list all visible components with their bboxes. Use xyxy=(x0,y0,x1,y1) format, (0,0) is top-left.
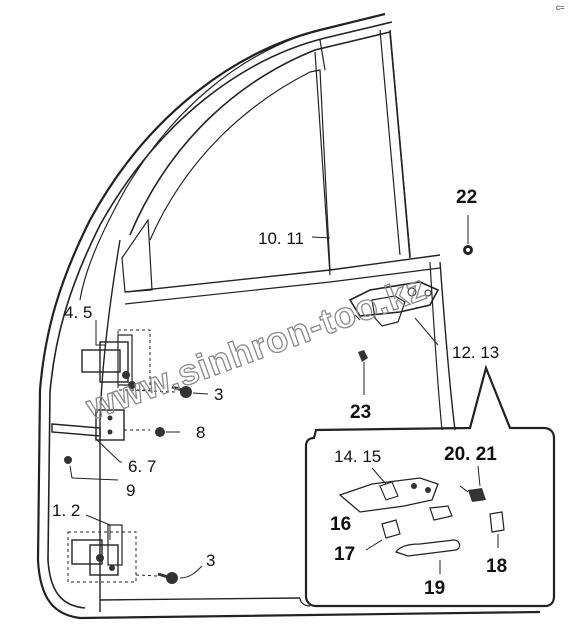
clip-23 xyxy=(358,350,368,395)
outside-handle-assembly xyxy=(348,281,440,327)
lower-hinge xyxy=(67,524,159,583)
bolt-3-lower xyxy=(157,565,203,584)
label-3-lower: 3 xyxy=(206,551,215,570)
label-9: 9 xyxy=(126,481,135,500)
label-16: 16 xyxy=(330,514,351,535)
part-labels: 22 10. 11 12. 13 23 4. 5 3 8 6. 7 9 1. 2… xyxy=(52,187,507,599)
leader-lines xyxy=(85,236,487,540)
label-14-15: 14. 15 xyxy=(334,447,381,466)
label-4-5: 4. 5 xyxy=(64,303,92,322)
label-17: 17 xyxy=(334,544,355,565)
bolt-8 xyxy=(155,427,180,437)
door-check xyxy=(51,409,150,441)
label-20-21: 20. 21 xyxy=(444,444,497,465)
label-1-2: 1. 2 xyxy=(52,501,80,520)
upper-hinge xyxy=(81,329,176,393)
label-3-upper: 3 xyxy=(214,385,223,404)
label-19: 19 xyxy=(424,578,445,599)
label-22: 22 xyxy=(456,187,477,208)
label-18: 18 xyxy=(486,556,507,577)
corner-mark: c= xyxy=(556,3,565,12)
label-6-7: 6. 7 xyxy=(128,457,156,476)
label-12-13: 12. 13 xyxy=(452,343,499,362)
bolt-9 xyxy=(64,456,119,481)
label-8: 8 xyxy=(196,423,205,442)
nut-22 xyxy=(463,215,473,255)
label-23: 23 xyxy=(350,402,371,423)
label-10-11: 10. 11 xyxy=(258,229,304,248)
bolt-3-upper xyxy=(171,385,209,398)
door-outline: c= xyxy=(36,3,565,620)
handle-detail-callout xyxy=(304,364,556,608)
